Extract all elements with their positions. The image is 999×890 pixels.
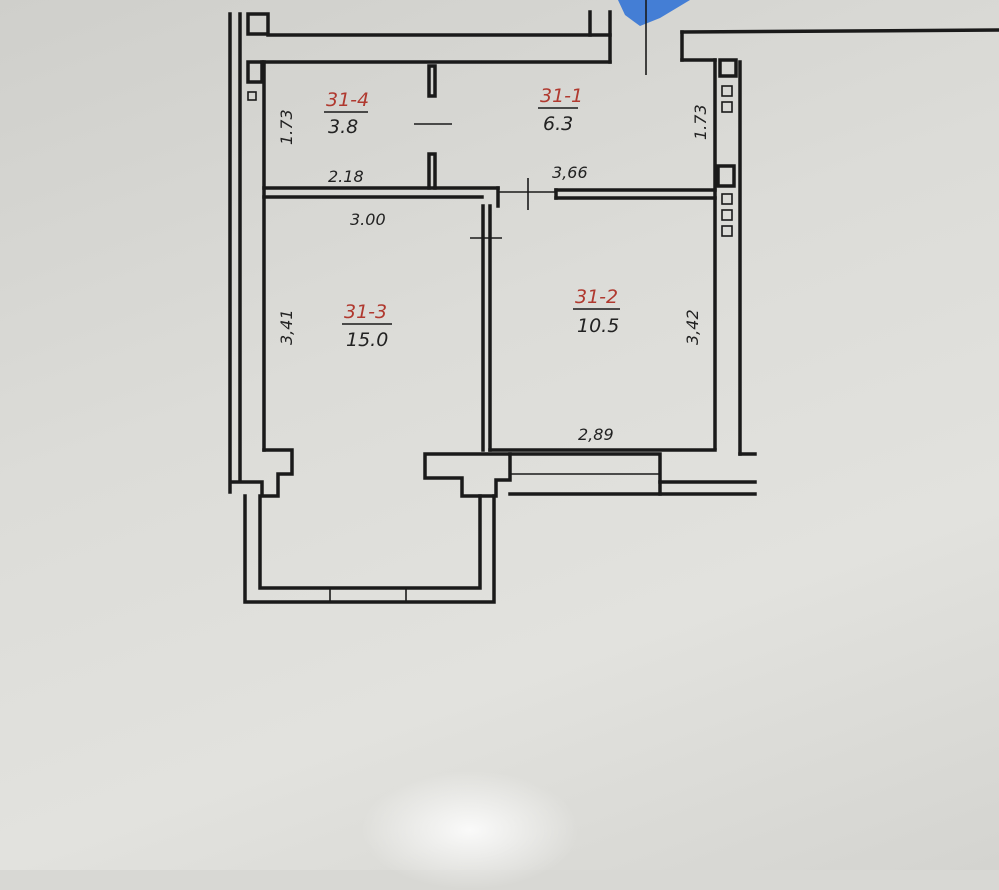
paper-background — [0, 0, 999, 870]
room-area: 3.8 — [328, 116, 358, 138]
dim-r3-width: 3.00 — [350, 210, 386, 229]
blue-marker — [618, 0, 690, 26]
dim-r1-height: 1.73 — [691, 104, 710, 140]
dim-r4-height: 1.73 — [277, 109, 296, 145]
dim-r1-width: 3,66 — [552, 163, 588, 182]
room-id: 31-2 — [575, 286, 618, 308]
room-area: 15.0 — [346, 329, 388, 351]
room-id: 31-3 — [344, 301, 387, 323]
room-id: 31-1 — [540, 85, 583, 107]
room-31-2: 31-2 10.5 — [573, 286, 620, 337]
floor-plan: 31-4 3.8 31-1 6.3 31-3 15.0 31-2 10.5 1.… — [228, 0, 999, 604]
dim-r2-width: 2,89 — [578, 425, 614, 444]
room-31-4: 31-4 3.8 — [324, 89, 369, 138]
light-glare — [360, 770, 580, 890]
room-31-3: 31-3 15.0 — [342, 301, 392, 351]
room-id: 31-4 — [326, 89, 369, 111]
dim-r4-width: 2.18 — [328, 167, 364, 186]
room-area: 10.5 — [577, 315, 619, 337]
room-area: 6.3 — [543, 113, 573, 135]
dim-r3-height: 3,41 — [277, 309, 296, 345]
walls — [228, 0, 999, 604]
room-31-1: 31-1 6.3 — [538, 85, 583, 135]
dim-r2-height: 3,42 — [683, 309, 702, 345]
